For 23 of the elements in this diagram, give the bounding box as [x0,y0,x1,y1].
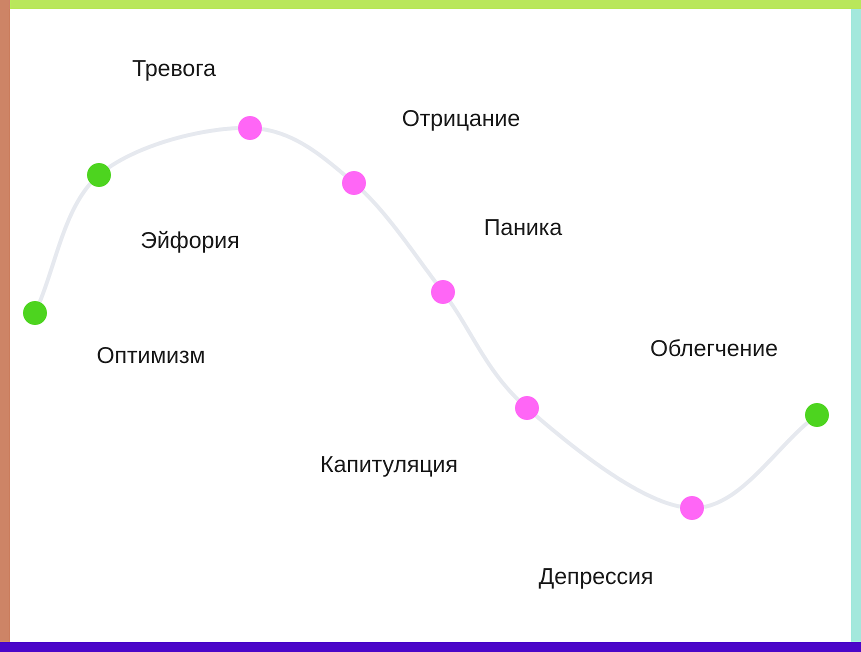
curve-line [262,127,346,177]
stage-label: Депрессия [538,562,654,590]
stage-dot [805,403,829,427]
stage-dot [431,280,455,304]
curve-line [362,190,438,284]
stage-label: Тревога [132,54,216,82]
curve-line [534,414,680,509]
stage-label: Эйфория [140,226,240,254]
stage-dot [342,171,366,195]
stage-label: Капитуляция [320,450,458,478]
stage-dot [87,163,111,187]
curve-line [107,126,238,170]
stage-dot [515,396,539,420]
stage-dot [680,496,704,520]
stage-label: Отрицание [402,104,520,132]
stage-dot [238,116,262,140]
curve-line [704,421,809,509]
curve-line [448,300,520,402]
stage-label: Оптимизм [96,341,206,369]
stage-dot [23,301,47,325]
stage-label: Паника [484,213,562,241]
stage-label: Облегчение [650,334,778,362]
curve-line [38,182,92,303]
